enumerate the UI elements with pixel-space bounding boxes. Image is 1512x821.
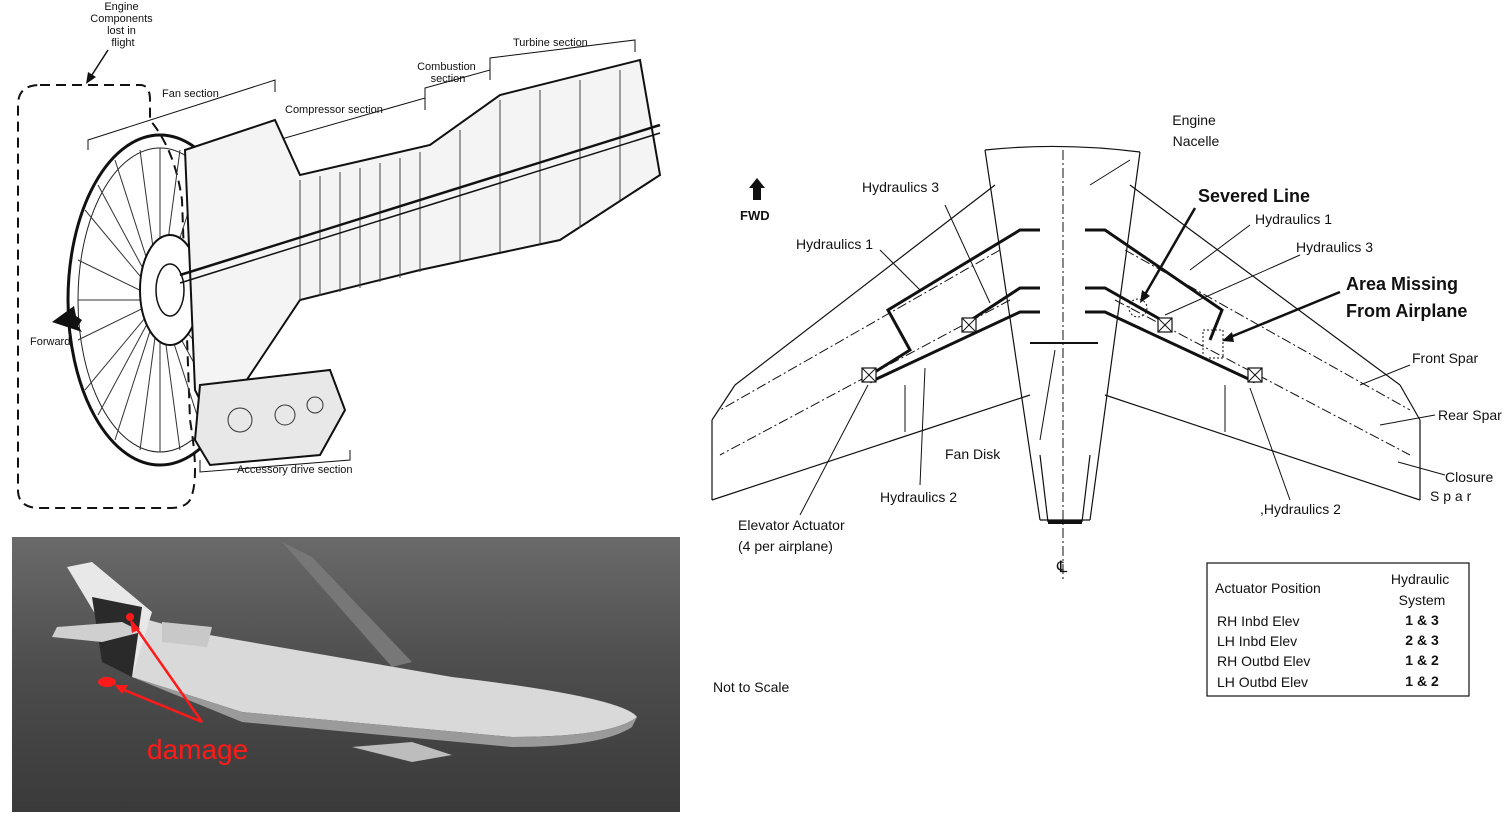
tail-diagram-svg: Engine Nacelle FWD Hydraulics 3 Hydrauli… <box>711 112 1502 697</box>
lost-components-boundary <box>17 84 196 509</box>
damage-label: damage <box>147 734 248 765</box>
fan-section-label: Fan section <box>162 88 219 100</box>
fwd-arrow-icon <box>749 178 765 200</box>
fwd-label: FWD <box>740 208 770 223</box>
hydraulics2-left-label: Hydraulics 2 <box>880 489 957 505</box>
table-header-position: Actuator Position <box>1215 580 1321 596</box>
hydraulics2-right-label: ,Hydraulics 2 <box>1260 501 1341 517</box>
turbine-section-label: Turbine section <box>513 37 588 49</box>
hydraulics3-left-label: Hydraulics 3 <box>862 179 939 195</box>
centerline-label: ℄ <box>1056 559 1068 576</box>
svg-text:2 & 3: 2 & 3 <box>1405 632 1439 648</box>
rear-spar-label: Rear Spar <box>1438 407 1502 423</box>
area-missing-label: Area Missing From Airplane <box>1346 274 1467 321</box>
table-row: LH Inbd Elev 2 & 3 <box>1217 632 1439 649</box>
engine-cutaway-diagram: Engine Components lost in flight Fan sec… <box>0 0 690 525</box>
hydraulics3-right-label: Hydraulics 3 <box>1296 239 1373 255</box>
elevator-actuator-label: Elevator Actuator (4 per airplane) <box>738 517 849 554</box>
aircraft-damage-photo: damage <box>12 537 680 812</box>
spar-label: S p a r <box>1430 488 1472 504</box>
tail-hydraulics-diagram: Engine Nacelle FWD Hydraulics 3 Hydrauli… <box>700 0 1512 816</box>
front-spar-label: Front Spar <box>1412 350 1478 366</box>
svg-text:RH Outbd Elev: RH Outbd Elev <box>1217 653 1310 669</box>
svg-text:1 & 3: 1 & 3 <box>1405 612 1439 628</box>
damage-marker-lower <box>98 677 116 687</box>
engine-cutaway-svg: Engine Components lost in flight Fan sec… <box>17 1 662 509</box>
table-row: RH Inbd Elev 1 & 3 <box>1217 612 1439 629</box>
closure-label: Closure <box>1445 469 1493 485</box>
table-row: LH Outbd Elev 1 & 2 <box>1217 673 1439 690</box>
actuator-table: Actuator Position Hydraulic System RH In… <box>1206 562 1470 697</box>
table-header-system: Hydraulic System <box>1391 571 1453 608</box>
combustion-section-label: Combustion section <box>417 61 479 85</box>
svg-text:1 & 2: 1 & 2 <box>1405 652 1439 668</box>
engine-nacelle-label: Engine Nacelle <box>1172 112 1219 149</box>
svg-text:RH Inbd Elev: RH Inbd Elev <box>1217 613 1299 629</box>
hydraulics1-right-label: Hydraulics 1 <box>1255 211 1332 227</box>
compressor-section-label: Compressor section <box>285 104 383 116</box>
hydraulics1-left-label: Hydraulics 1 <box>796 236 873 252</box>
fan-disk-label: Fan Disk <box>945 446 1001 462</box>
forward-label: Forward <box>30 336 70 348</box>
svg-text:LH Inbd Elev: LH Inbd Elev <box>1217 633 1297 649</box>
not-to-scale-label: Not to Scale <box>713 679 789 695</box>
forward-arrow-icon <box>52 306 82 332</box>
aircraft-photo-svg: damage <box>12 537 680 812</box>
accessory-drive-label: Accessory drive section <box>237 464 353 476</box>
severed-line-label: Severed Line <box>1198 186 1310 206</box>
table-row: RH Outbd Elev 1 & 2 <box>1217 652 1439 669</box>
damage-marker-upper <box>126 613 134 621</box>
svg-text:LH Outbd Elev: LH Outbd Elev <box>1217 674 1308 690</box>
lost-components-label: Engine Components lost in flight <box>90 1 155 49</box>
svg-text:1 & 2: 1 & 2 <box>1405 673 1439 689</box>
